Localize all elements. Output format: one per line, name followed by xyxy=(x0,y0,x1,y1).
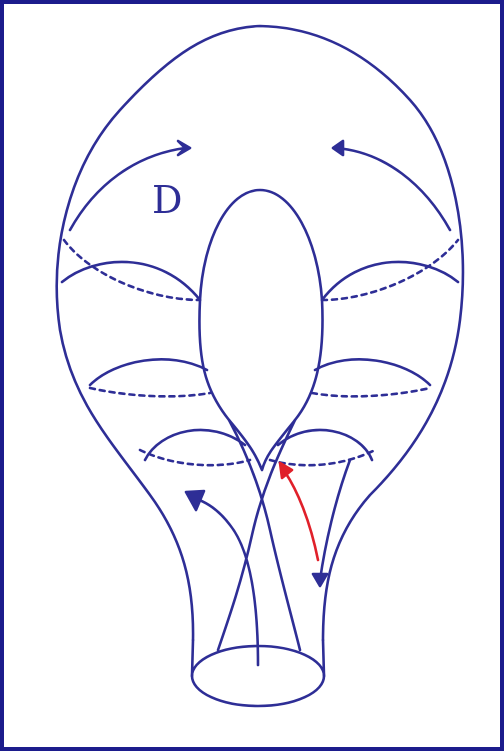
right-section-1-front xyxy=(322,262,458,300)
red-flow-strand xyxy=(285,472,318,560)
upper-right-section xyxy=(336,148,450,230)
right-section-2-back xyxy=(312,388,430,396)
down-arrowhead xyxy=(313,574,327,586)
right-section-2-front xyxy=(315,359,430,385)
left-crossing-strand xyxy=(229,420,300,650)
left-section-3-back xyxy=(140,450,250,465)
left-section-3-front xyxy=(145,430,245,460)
left-section-2-front xyxy=(90,359,207,385)
tube-right-edge xyxy=(323,640,324,676)
left-flow-arrowhead xyxy=(186,491,204,510)
figure-label: D xyxy=(152,178,182,222)
right-section-3-back xyxy=(270,450,375,465)
right-section-3-front xyxy=(278,430,372,460)
left-section-1-front xyxy=(62,262,200,300)
outer-surface-outline xyxy=(57,26,463,640)
left-flow-strand xyxy=(192,497,258,665)
right-flow-strand xyxy=(320,460,350,580)
central-hole xyxy=(199,190,322,470)
upper-right-arrowhead xyxy=(333,141,343,155)
left-section-2-back xyxy=(90,388,210,396)
tube-left-edge xyxy=(192,640,193,676)
